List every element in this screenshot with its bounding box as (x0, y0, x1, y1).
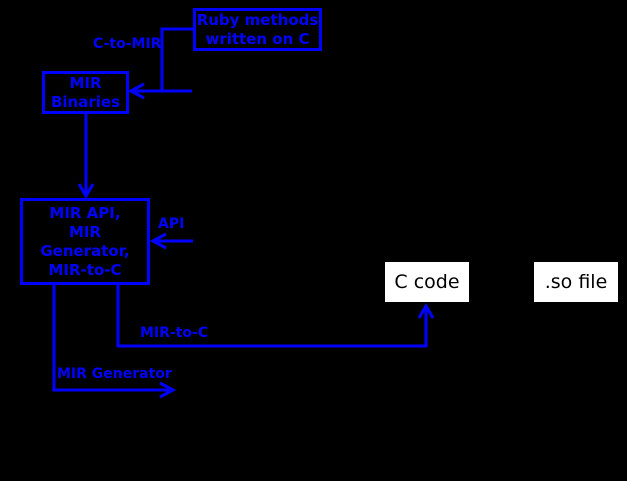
node-mir-binaries-line1: MIR (69, 73, 102, 92)
arrowhead-right-icon (159, 381, 177, 399)
arrowhead-down-icon (77, 183, 95, 199)
node-so-file: .so file (534, 262, 618, 302)
node-mir-api-line2: MIR Generator, (40, 222, 130, 260)
edge-line (133, 27, 193, 93)
edge-ruby-methods-to-mir-binaries (127, 27, 193, 100)
node-ruby-methods: Ruby methods written on C (193, 8, 322, 51)
node-mir-api-line3: MIR-to-C (48, 260, 122, 279)
edge-label-mir-generator: MIR Generator (57, 366, 172, 382)
edge-api-into-mir-api (149, 232, 193, 250)
arrowhead-up-icon (417, 303, 435, 319)
node-mir-api-line1: MIR API, (49, 203, 121, 222)
node-ruby-methods-line2: written on C (205, 29, 310, 48)
node-mir-binaries: MIR Binaries (42, 71, 129, 114)
node-so-file-label: .so file (544, 271, 608, 293)
edge-mir-to-c-to-c-code (116, 285, 435, 348)
node-ruby-methods-line1: Ruby methods (196, 10, 319, 29)
edge-label-c-to-mir: C-to-MIR (93, 36, 162, 52)
edge-label-api: API (158, 216, 185, 232)
arrowhead-left-icon (149, 232, 167, 250)
node-c-code: C code (385, 262, 469, 302)
edge-mir-binaries-to-mir-api (77, 114, 95, 199)
node-c-code-label: C code (394, 271, 460, 293)
edge-mir-generator-out (52, 285, 177, 399)
node-mir-binaries-line2: Binaries (50, 92, 121, 111)
edge-line (116, 285, 428, 348)
arrowhead-left-icon (127, 82, 145, 100)
node-mir-api: MIR API, MIR Generator, MIR-to-C (20, 198, 150, 285)
edge-line (52, 285, 169, 392)
edge-label-mir-to-c: MIR-to-C (140, 325, 209, 341)
